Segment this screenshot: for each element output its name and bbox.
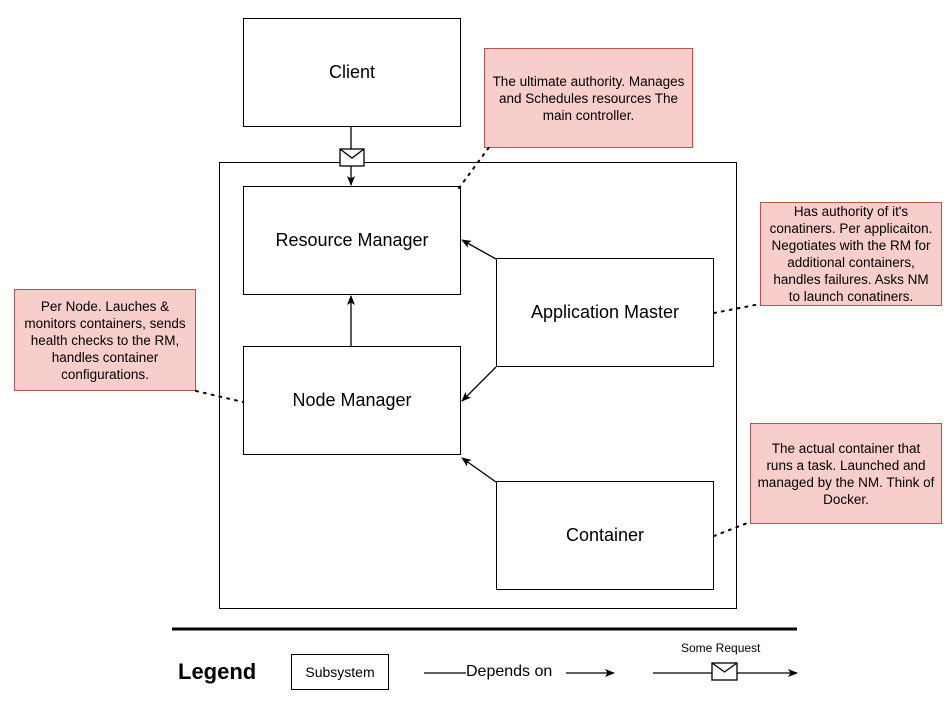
legend-depends-label: Depends on xyxy=(466,663,553,680)
legend-envelope-icon xyxy=(711,662,738,681)
client-label: Client xyxy=(328,62,376,82)
container-box[interactable]: Container xyxy=(496,481,714,590)
legend-subsystem-box: Subsystem xyxy=(291,654,389,690)
node-manager-label: Node Manager xyxy=(292,390,412,410)
application-master-note-text: Has authority of it's conatiners. Per ap… xyxy=(769,204,933,304)
application-master-label: Application Master xyxy=(530,302,680,322)
request-envelope-icon xyxy=(339,148,365,167)
node-manager-box[interactable]: Node Manager xyxy=(243,346,461,455)
application-master-box[interactable]: Application Master xyxy=(496,258,714,367)
legend-title: Legend xyxy=(178,659,257,684)
container-to-nm-arrow xyxy=(461,457,497,483)
application-master-note: Has authority of it's conatiners. Per ap… xyxy=(760,202,942,306)
container-note: The actual container that runs a task. L… xyxy=(750,423,942,524)
am-to-nm-arrow xyxy=(461,366,497,402)
nm-note-link xyxy=(195,390,244,403)
container-note-link xyxy=(713,521,751,537)
client-box[interactable]: Client xyxy=(243,18,461,127)
node-manager-note: Per Node. Lauches & monitors containers,… xyxy=(14,289,196,391)
resource-manager-label: Resource Manager xyxy=(275,230,429,250)
legend-subsystem-label: Subsystem xyxy=(305,664,375,680)
node-manager-note-text: Per Node. Lauches & monitors containers,… xyxy=(24,298,186,382)
resource-manager-box[interactable]: Resource Manager xyxy=(243,186,461,295)
container-note-text: The actual container that runs a task. L… xyxy=(757,440,935,507)
am-to-rm-arrow xyxy=(461,239,497,260)
container-label: Container xyxy=(565,525,645,545)
resource-manager-note: The ultimate authority. Manages and Sche… xyxy=(484,48,693,148)
legend-request-label: Some Request xyxy=(681,641,761,655)
am-note-link xyxy=(713,303,761,314)
resource-manager-note-text: The ultimate authority. Manages and Sche… xyxy=(492,73,685,123)
rm-note-link xyxy=(458,145,491,189)
